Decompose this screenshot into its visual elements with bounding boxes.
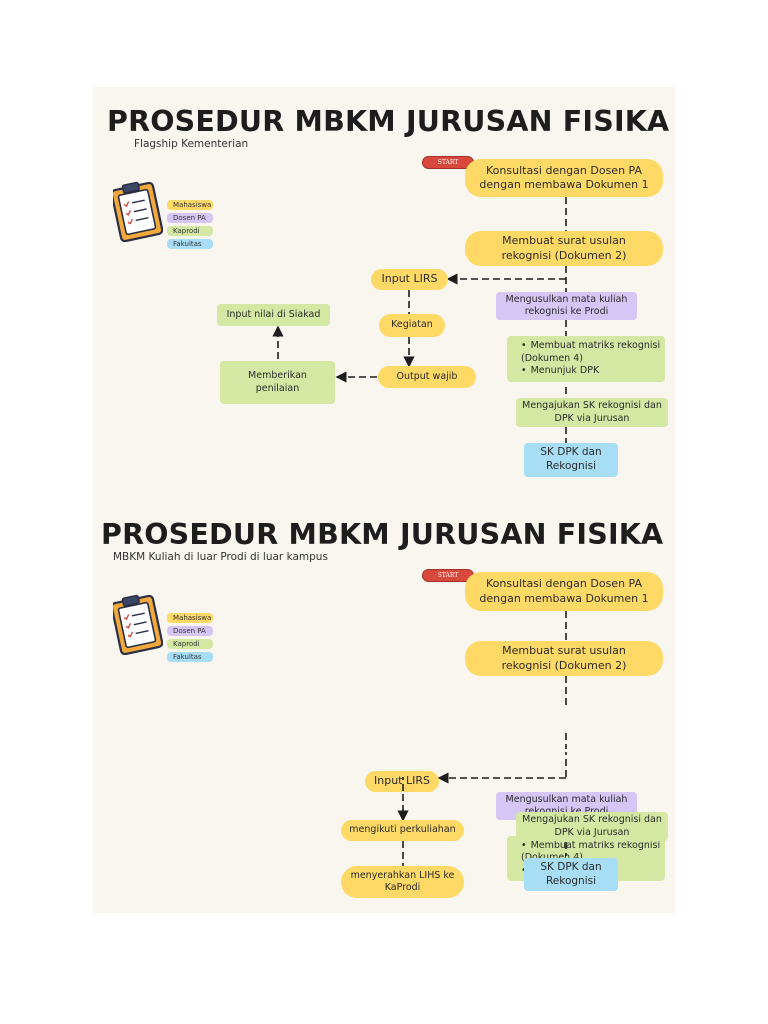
step-membuat-matriks: Membuat matriks rekognisi (Dokumen 4)Men… bbox=[507, 336, 665, 382]
legend-dosen-pa: Dosen PA bbox=[167, 626, 213, 636]
step-membuat-surat: Membuat surat usulan rekognisi (Dokumen … bbox=[465, 641, 663, 676]
legend-fakultas: Fakultas bbox=[167, 239, 213, 249]
step-sk-dpk-2: SK DPK dan Rekognisi bbox=[524, 858, 618, 891]
connector-lines bbox=[272, 197, 567, 443]
bullet-item: Membuat matriks rekognisi (Dokumen 4) bbox=[521, 340, 665, 365]
step-input-lirs: Input LIRS bbox=[365, 771, 439, 792]
step-mengikuti-perkuliahan: mengikuti perkuliahan bbox=[341, 820, 464, 841]
step-mengajukan-sk: Mengajukan SK rekognisi dan DPK via Juru… bbox=[516, 398, 668, 427]
step-konsultasi: Konsultasi dengan Dosen PA dengan membaw… bbox=[465, 159, 663, 197]
legend-fakultas: Fakultas bbox=[167, 652, 213, 662]
document-sheet: PROSEDUR MBKM JURUSAN FISIKA Flagship Ke… bbox=[93, 87, 675, 913]
step-mengajukan-sk-2: Mengajukan SK rekognisi dan DPK via Juru… bbox=[516, 812, 668, 841]
bullet-item: Menunjuk DPK bbox=[521, 365, 665, 377]
page-subtitle: Flagship Kementerian bbox=[134, 138, 249, 150]
step-kegiatan: Kegiatan bbox=[379, 314, 445, 337]
step-sk-dpk: SK DPK dan Rekognisi bbox=[524, 443, 618, 477]
clipboard-checklist-icon bbox=[110, 593, 164, 659]
step-memberikan-penilaian: Memberikan penilaian bbox=[220, 361, 335, 404]
step-input-nilai: Input nilai di Siakad bbox=[217, 304, 330, 326]
step-membuat-surat: Membuat surat usulan rekognisi (Dokumen … bbox=[465, 231, 663, 266]
clipboard-checklist-icon bbox=[110, 180, 164, 246]
page-title: PROSEDUR MBKM JURUSAN FISIKA bbox=[101, 518, 664, 551]
legend-mahasiswa: Mahasiswa bbox=[167, 200, 213, 210]
page-subtitle: MBKM Kuliah di luar Prodi di luar kampus bbox=[113, 551, 328, 563]
page-title: PROSEDUR MBKM JURUSAN FISIKA bbox=[107, 105, 670, 138]
bullet-item: Membuat matriks rekognisi (Dokumen 4) bbox=[521, 840, 665, 865]
step-mengusulkan: Mengusulkan mata kuliah rekognisi ke Pro… bbox=[496, 292, 637, 320]
step-output-wajib: Output wajib bbox=[378, 366, 476, 388]
legend-mahasiswa: Mahasiswa bbox=[167, 613, 213, 623]
step-input-lirs: Input LIRS bbox=[371, 269, 448, 290]
step-menyerahkan-lihs: menyerahkan LIHS ke KaProdi bbox=[341, 866, 464, 898]
connector-lines-lower bbox=[402, 752, 567, 882]
procedure-panel-flagship: PROSEDUR MBKM JURUSAN FISIKA Flagship Ke… bbox=[93, 87, 675, 500]
legend-kaprodi: Kaprodi bbox=[167, 226, 213, 236]
legend-dosen-pa: Dosen PA bbox=[167, 213, 213, 223]
legend-kaprodi: Kaprodi bbox=[167, 639, 213, 649]
start-badge: START bbox=[422, 156, 474, 169]
step-konsultasi: Konsultasi dengan Dosen PA dengan membaw… bbox=[465, 572, 663, 611]
